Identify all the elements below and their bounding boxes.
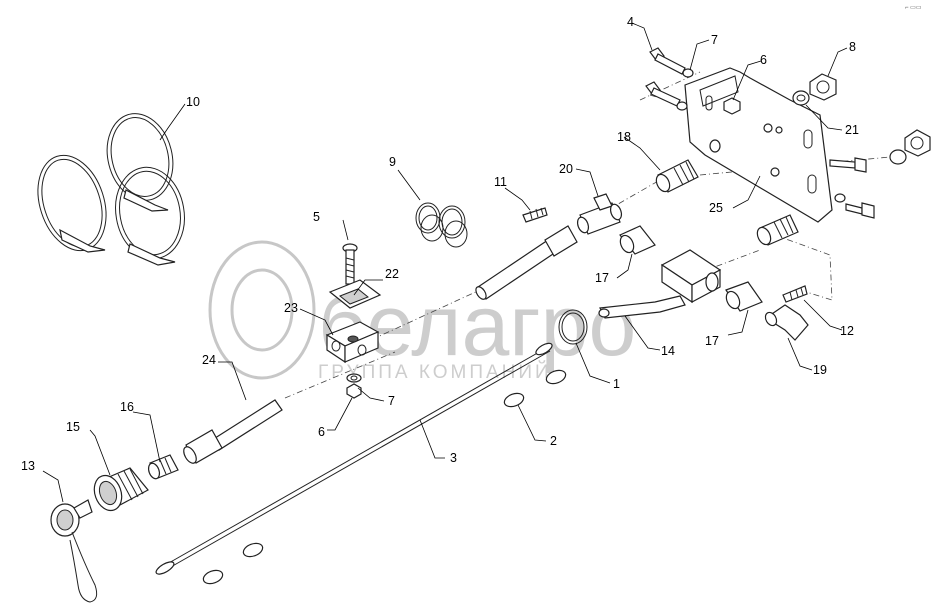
bolts-right xyxy=(829,157,875,219)
bolt-upper-second xyxy=(645,81,681,107)
cable-ties xyxy=(37,113,185,266)
callout-19: 19 xyxy=(813,363,827,377)
clip-12 xyxy=(782,285,808,303)
fitting-lower-right xyxy=(756,214,799,246)
nut-right xyxy=(889,129,931,165)
callout-24: 24 xyxy=(202,353,216,367)
clip-11 xyxy=(522,207,548,223)
callout-1: 1 xyxy=(613,377,620,391)
watermark-subtitle: ГРУППА КОМПАНИЙ xyxy=(318,361,552,383)
tube-24 xyxy=(183,399,283,464)
callout-22: 22 xyxy=(385,267,399,281)
callout-13: 13 xyxy=(21,459,35,473)
leader-lines xyxy=(42,22,848,503)
callout-20: 20 xyxy=(559,162,573,176)
washer-21 xyxy=(792,90,810,106)
callout-10: 10 xyxy=(186,95,200,109)
callout-11: 11 xyxy=(494,175,507,189)
callout-7-upper: 7 xyxy=(711,33,718,47)
nut-8 xyxy=(809,73,837,101)
callout-12: 12 xyxy=(840,324,854,338)
callout-15: 15 xyxy=(66,420,80,434)
callout-23: 23 xyxy=(284,301,298,315)
callout-25: 25 xyxy=(709,201,723,215)
valve-body xyxy=(660,249,722,304)
callout-7-lower: 7 xyxy=(388,394,395,408)
callout-17-lower: 17 xyxy=(705,334,719,348)
bolt-4 xyxy=(649,47,686,75)
corner-mark: ⌐ ▭▭ xyxy=(905,5,922,11)
fitting-18 xyxy=(655,159,699,193)
callout-16: 16 xyxy=(120,400,134,414)
clips-2 xyxy=(202,369,567,585)
callout-9: 9 xyxy=(389,155,396,169)
elbow-19 xyxy=(764,304,809,341)
rod-3 xyxy=(155,342,553,575)
o-ring-1 xyxy=(558,309,588,345)
nut-17-upper xyxy=(619,225,656,255)
callout-labels: 10 9 11 5 22 23 24 16 15 13 7 6 3 2 1 14… xyxy=(21,15,859,473)
washer-nut-lower xyxy=(346,373,362,399)
callout-5: 5 xyxy=(313,210,320,224)
callout-2: 2 xyxy=(550,434,557,448)
bracket-25 xyxy=(684,67,833,223)
dust-cap-13 xyxy=(50,499,98,603)
snap-rings xyxy=(415,202,468,248)
callout-4: 4 xyxy=(627,15,634,29)
callout-3: 3 xyxy=(450,451,457,465)
watermark: белагро ГРУППА КОМПАНИЙ xyxy=(208,240,636,383)
lever-14 xyxy=(598,295,686,319)
clamp-block xyxy=(325,279,382,364)
callout-6-upper: 6 xyxy=(760,53,767,67)
callout-18: 18 xyxy=(617,130,631,144)
callout-8: 8 xyxy=(849,40,856,54)
callout-17-upper: 17 xyxy=(595,271,609,285)
tube-middle xyxy=(475,225,578,300)
tee-20 xyxy=(576,193,623,235)
coupler-15 xyxy=(93,467,149,512)
callout-21: 21 xyxy=(845,123,859,137)
nut-6 xyxy=(723,97,741,115)
nut-17-lower xyxy=(725,281,763,312)
callout-6-lower: 6 xyxy=(318,425,325,439)
washers-7 xyxy=(676,68,694,111)
adapter-16 xyxy=(147,454,179,480)
callout-14: 14 xyxy=(661,344,675,358)
